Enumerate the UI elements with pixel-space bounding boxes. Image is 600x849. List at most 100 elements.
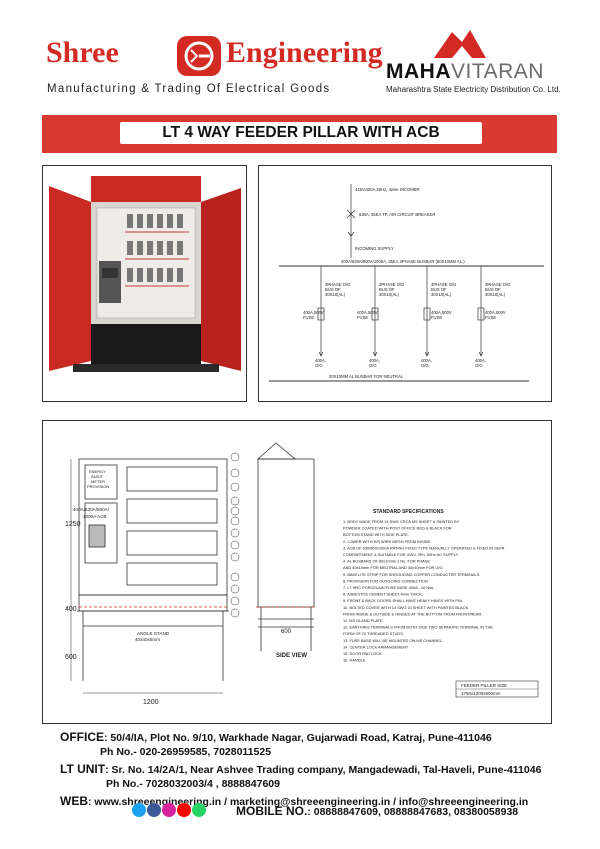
dim-1250: 1250 <box>65 521 81 528</box>
svg-text:O/G: O/G <box>315 363 323 368</box>
page-title: LT 4 WAY FEEDER PILLAR WITH ACB <box>120 122 482 144</box>
tagline: Manufacturing & Trading Of Electrical Go… <box>47 83 331 95</box>
svg-text:FEEDER PILLER SIZE: FEEDER PILLER SIZE <box>461 683 507 688</box>
mobile-numbers: MOBILE NO.: 08888847609, 08888847683, 08… <box>236 804 519 818</box>
lt-unit-phone: Ph No.- 7028032003/4 , 8888847609 <box>106 778 280 790</box>
spec-line: 2. LOWER WITH S/S WIRE MESH FROM INSIDE. <box>343 539 431 544</box>
svg-text:1000A ACB: 1000A ACB <box>83 514 107 519</box>
svg-text:O/G: O/G <box>369 363 377 368</box>
svg-text:30X10(AL): 30X10(AL) <box>379 292 400 297</box>
facebook-icon[interactable] <box>147 803 161 817</box>
web-label: WEB <box>60 794 88 808</box>
ga-drawing: ENERGY AUDIT METER PROVISION 400A/630A/8… <box>42 420 552 724</box>
spec-line: 9. FRONT & BACK DOORS SHALL HAVE HEAVY H… <box>343 598 463 603</box>
dim-400: 400 <box>65 606 77 613</box>
svg-text:400A,: 400A, <box>315 358 326 363</box>
spec-line: 5. BAKELITE STRIP FOR SHROUDING COPPER C… <box>343 572 480 577</box>
front-view-labels: ENERGY AUDIT METER PROVISION <box>87 469 109 489</box>
sld-incomer: 415V,800A,50Hz, 4wire INCOMER <box>355 187 420 192</box>
svg-text:FUSE: FUSE <box>431 315 442 320</box>
partner-subtitle: Maharashtra State Electricity Distributi… <box>386 85 561 94</box>
acb-label: 400A/630A/800A/ 1000A ACB <box>73 507 110 519</box>
brand-name-left: Shree <box>46 36 119 69</box>
spec-title: STANDARD SPECIFICATIONS <box>373 509 444 515</box>
svg-text:400A/630A/800A/: 400A/630A/800A/ <box>73 507 110 512</box>
product-photo <box>42 165 247 402</box>
svg-text:400A,: 400A, <box>475 358 486 363</box>
side-view-label: SIDE VIEW <box>276 653 307 659</box>
svg-text:METER: METER <box>91 479 105 484</box>
spec-line: 14. CENTER LOCK ARRANGEMENT <box>343 644 409 649</box>
youtube-icon[interactable] <box>177 803 191 817</box>
svg-text:30X10(AL): 30X10(AL) <box>431 292 452 297</box>
spec-line: 13. FUSE BASE WILL BE MOUNTED ON MS CHAN… <box>343 638 443 643</box>
instagram-icon[interactable] <box>162 803 176 817</box>
office-label: OFFICE <box>60 730 104 744</box>
spec-line: POWDER COATED WITH POST OFFICE RED & BLA… <box>343 526 452 531</box>
svg-text:3PHASE O/G: 3PHASE O/G <box>379 282 404 287</box>
spec-line: 4. AL BUSBARS OF 80x10mm 1 No. FOR PHASE <box>343 559 430 564</box>
svg-text:400A,500V: 400A,500V <box>485 310 506 315</box>
spec-line: 11. MS GLAND PLATE. <box>343 618 384 623</box>
spec-line: 10. BOLTED COVER WITH 14 SWG GI SHEET WI… <box>343 605 469 610</box>
spec-list: 1. BODY MADE FROM 14 SWG CRCA MS SHEET &… <box>343 519 505 663</box>
svg-text:400A,500V: 400A,500V <box>431 310 452 315</box>
twitter-icon[interactable] <box>132 803 146 817</box>
dim-1200: 1200 <box>143 699 159 706</box>
single-line-diagram: 415V,800A,50Hz, 4wire INCOMER 630A, 35KA… <box>258 165 552 402</box>
spec-line: COMPARTMENT & SUITABLE FOR 415V, 3Ph, 50… <box>343 552 459 557</box>
mahavitaran-logo <box>380 28 560 98</box>
brand-mark-icon <box>177 36 221 76</box>
partner-name: MAHAVITARAN <box>386 60 544 84</box>
svg-text:BUS OF: BUS OF <box>431 287 447 292</box>
spec-line: AND 40x10mm FOR NEUTRAL AND 30x10mm FOR … <box>343 565 444 570</box>
dim-side-600: 600 <box>281 629 292 635</box>
sld-breaker: 630A, 35KA TP, AIR CIRCUIT BREAKER <box>359 212 435 217</box>
callout-markers <box>230 452 240 618</box>
svg-text:1750x1200x600mm: 1750x1200x600mm <box>461 691 501 696</box>
svg-text:ANGLE STAND: ANGLE STAND <box>137 631 170 636</box>
svg-text:ENERGY: ENERGY <box>89 469 106 474</box>
mobile-label: MOBILE NO. <box>236 804 308 818</box>
partner-name-light: VITARAN <box>451 60 544 83</box>
svg-text:FUSE: FUSE <box>357 315 368 320</box>
whatsapp-icon[interactable] <box>192 803 206 817</box>
svg-text:BUS OF: BUS OF <box>485 287 501 292</box>
brand-logo: Shree Engineering <box>46 32 383 80</box>
svg-text:400A,: 400A, <box>421 358 432 363</box>
front-view <box>77 458 229 681</box>
svg-text:40x40x5mm: 40x40x5mm <box>135 637 160 642</box>
svg-text:BUS OF: BUS OF <box>325 287 341 292</box>
spec-line: BOTTOM STAND WITH SIDE PLATE. <box>343 532 409 537</box>
spec-line: FROM INSIDE & OUTSIDE & HINGED AT THE BO… <box>343 611 482 616</box>
svg-text:FUSE: FUSE <box>303 315 314 320</box>
svg-text:BUS OF: BUS OF <box>379 287 395 292</box>
sld-neutral: 30X10MM AL BUSBAR FOR NEUTRAL <box>329 374 404 379</box>
office-phone: Ph No.- 020-26959585, 7028011525 <box>100 746 272 758</box>
spec-line: 3. ACB OF 630/800/1000A RATING FIXED TYP… <box>343 545 505 550</box>
angle-stand-label: ANGLE STAND 40x40x5mm <box>135 631 170 642</box>
svg-text:AUDIT: AUDIT <box>91 474 104 479</box>
partner-name-bold: MAHA <box>386 60 451 83</box>
spec-line: 7. LT HRC PORCELAIN FUSE BASE 400A - 16 … <box>343 585 434 590</box>
svg-text:O/G: O/G <box>475 363 483 368</box>
spec-line: 8. ASBESTOS CEMENT SHEET 4mm THICK. <box>343 592 423 597</box>
svg-text:3PHASE O/G: 3PHASE O/G <box>431 282 456 287</box>
lt-unit-address: LT UNIT: Sr. No. 14/2A/1, Near Ashvee Tr… <box>60 762 542 776</box>
spec-line: 15. DOOR PAD LOCK <box>343 651 382 656</box>
svg-text:400A,500V: 400A,500V <box>303 310 324 315</box>
sld-busbar: 400A/630A/800A/1000A, 35KA 3PHASE BUSBAR… <box>341 259 465 264</box>
spec-line: 6. PROVISION FOR OUTGOING CONNECTION. <box>343 578 429 583</box>
spec-line: 1. BODY MADE FROM 14 SWG CRCA MS SHEET &… <box>343 519 460 524</box>
svg-text:3PHASE O/G: 3PHASE O/G <box>485 282 510 287</box>
lightning-icon <box>434 30 486 58</box>
brand-name-right: Engineering <box>226 36 383 69</box>
office-address: OFFICE: 50/4/IA, Plot No. 9/10, Warkhade… <box>60 730 492 744</box>
svg-text:O/G: O/G <box>421 363 429 368</box>
dim-600: 600 <box>65 654 77 661</box>
svg-text:PROVISION: PROVISION <box>87 484 109 489</box>
